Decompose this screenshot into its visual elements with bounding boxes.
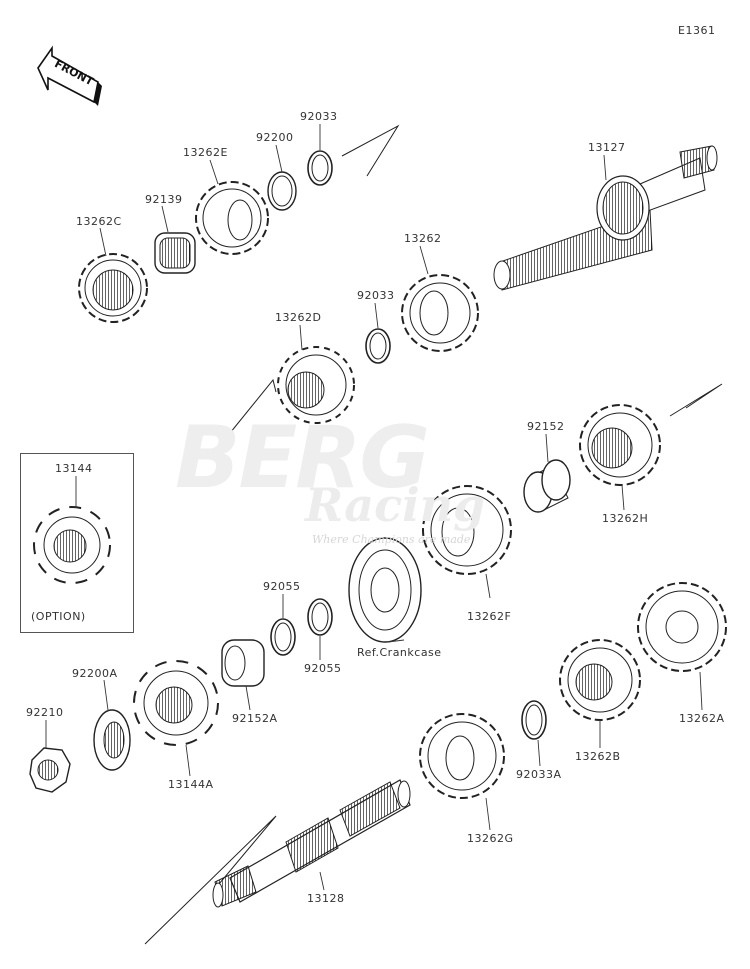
bushing-92152[interactable] [523, 459, 571, 513]
gear-13262H[interactable] [579, 404, 661, 486]
gear-13262E[interactable] [195, 181, 269, 255]
part-label-92055-b[interactable]: 92055 [304, 662, 342, 675]
input-shaft-13127[interactable] [493, 145, 718, 291]
front-arrow-icon: FRONT [37, 45, 102, 106]
output-shaft-13128[interactable] [212, 779, 411, 908]
gear-13262G[interactable] [419, 713, 505, 799]
o-ring-92055-a[interactable] [270, 618, 296, 656]
watermark-tagline: Where Champions are made [312, 533, 471, 546]
crankcase-bearing[interactable] [348, 537, 422, 643]
washer-92200A[interactable] [93, 709, 131, 771]
circlip-92033A[interactable] [521, 700, 547, 740]
part-label-13262E[interactable]: 13262E [183, 146, 228, 159]
nut-92210[interactable] [29, 747, 71, 793]
sprocket-13144[interactable] [33, 506, 111, 584]
part-label-92200A[interactable]: 92200A [72, 667, 118, 680]
part-label-13262F[interactable]: 13262F [467, 610, 512, 623]
part-label-92033-mid[interactable]: 92033 [357, 289, 395, 302]
part-label-92210[interactable]: 92210 [26, 706, 64, 719]
part-label-92152A[interactable]: 92152A [232, 712, 278, 725]
part-label-92033A[interactable]: 92033A [516, 768, 562, 781]
part-label-92033-top[interactable]: 92033 [300, 110, 338, 123]
leader-lines [45, 124, 703, 891]
gear-13262F[interactable] [422, 485, 512, 575]
gear-13262B[interactable] [559, 639, 641, 721]
part-label-13262C[interactable]: 13262C [76, 215, 122, 228]
part-label-92152[interactable]: 92152 [527, 420, 565, 433]
part-label-92139[interactable]: 92139 [145, 193, 183, 206]
part-label-13262H[interactable]: 13262H [602, 512, 649, 525]
part-label-13128[interactable]: 13128 [307, 892, 345, 905]
diagram-id: E1361 [678, 24, 716, 37]
part-label-13262A[interactable]: 13262A [679, 712, 725, 725]
collar-92152A[interactable] [221, 639, 265, 687]
gear-13262[interactable] [401, 274, 479, 352]
part-label-92200[interactable]: 92200 [256, 131, 294, 144]
watermark-sub: Racing [305, 478, 486, 532]
watermark-logo: BERG [175, 408, 430, 508]
needle-bearing-92139[interactable] [154, 232, 196, 274]
part-label-92055-a[interactable]: 92055 [263, 580, 301, 593]
circlip-92033-top[interactable] [307, 150, 333, 186]
sprocket-13144A[interactable] [133, 660, 219, 746]
part-label-13144A[interactable]: 13144A [168, 778, 214, 791]
part-label-13262D[interactable]: 13262D [275, 311, 322, 324]
gear-13262C[interactable] [78, 253, 148, 323]
part-label-13262B[interactable]: 13262B [575, 750, 621, 763]
part-label-13262G[interactable]: 13262G [467, 832, 514, 845]
circlip-92033-mid[interactable] [365, 328, 391, 364]
guide-lines-top [144, 124, 723, 945]
gear-13262D[interactable] [277, 346, 355, 424]
part-label-ref-crankcase[interactable]: Ref.Crankcase [357, 646, 442, 659]
part-label-13144[interactable]: 13144 [55, 462, 93, 475]
option-box: (OPTION) [20, 453, 134, 633]
washer-92200[interactable] [267, 171, 297, 211]
option-label: (OPTION) [31, 610, 86, 623]
o-ring-92055-b[interactable] [307, 598, 333, 636]
part-label-13262[interactable]: 13262 [404, 232, 442, 245]
part-label-13127[interactable]: 13127 [588, 141, 626, 154]
gear-13262A[interactable] [637, 582, 727, 672]
